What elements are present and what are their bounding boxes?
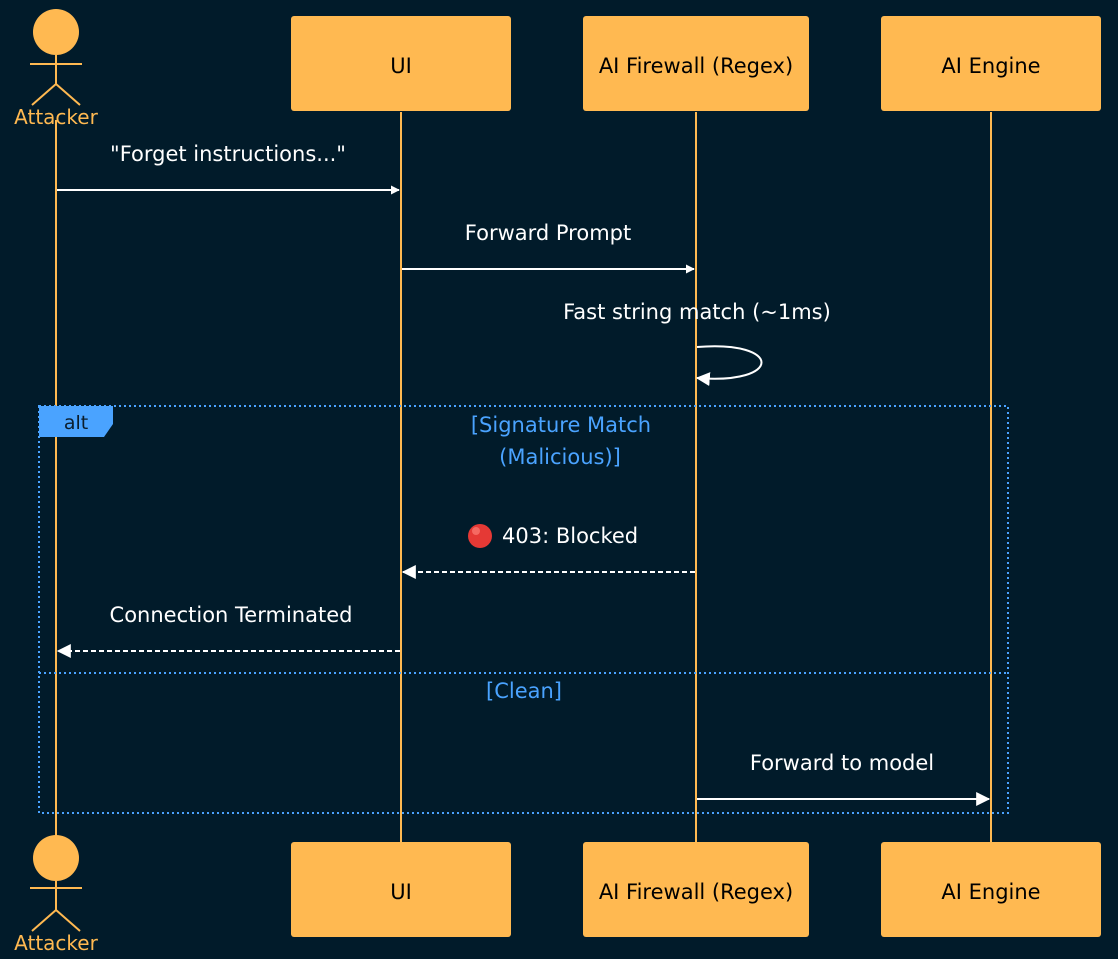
message-label-connection-terminated: Connection Terminated xyxy=(110,603,353,627)
participant-label: UI xyxy=(390,54,412,78)
participant-label: UI xyxy=(390,880,412,904)
actor-label: Attacker xyxy=(14,105,98,129)
participant-ui-bottom: UI xyxy=(291,842,511,937)
participant-label: AI Engine xyxy=(941,54,1040,78)
participant-label: AI Firewall (Regex) xyxy=(599,880,793,904)
actor-label: Attacker xyxy=(14,931,98,955)
message-label-blocked: 403: Blocked xyxy=(502,524,638,548)
message-arrow-self-call xyxy=(695,345,763,387)
participant-firewall-top: AI Firewall (Regex) xyxy=(583,16,809,111)
alt-frame: alt [Signature Match (Malicious)] [Clean… xyxy=(38,405,1009,814)
message-label-forget-instructions: "Forget instructions..." xyxy=(110,142,346,166)
participant-ui-top: UI xyxy=(291,16,511,111)
message-label-forward-prompt: Forward Prompt xyxy=(465,221,631,245)
alt-condition-line-2: (Malicious)] xyxy=(499,445,621,469)
participant-engine-top: AI Engine xyxy=(881,16,1101,111)
red-circle-highlight xyxy=(472,527,480,535)
alt-else-condition: [Clean] xyxy=(486,679,562,703)
participant-label: AI Firewall (Regex) xyxy=(599,54,793,78)
actor-head-icon xyxy=(33,835,79,881)
actor-attacker-top: Attacker xyxy=(14,9,99,129)
participant-firewall-bottom: AI Firewall (Regex) xyxy=(583,842,809,937)
alt-tag-label: alt xyxy=(64,412,88,434)
message-label-fast-string-match: Fast string match (~1ms) xyxy=(563,300,831,324)
actor-head-icon xyxy=(33,9,79,55)
alt-tag xyxy=(39,406,113,437)
message-label-forward-to-model: Forward to model xyxy=(750,751,934,775)
actor-attacker-bottom: Attacker xyxy=(14,835,99,955)
participant-label: AI Engine xyxy=(941,880,1040,904)
red-circle-icon xyxy=(468,524,492,548)
participant-engine-bottom: AI Engine xyxy=(881,842,1101,937)
alt-condition-line-1: [Signature Match xyxy=(471,413,651,437)
